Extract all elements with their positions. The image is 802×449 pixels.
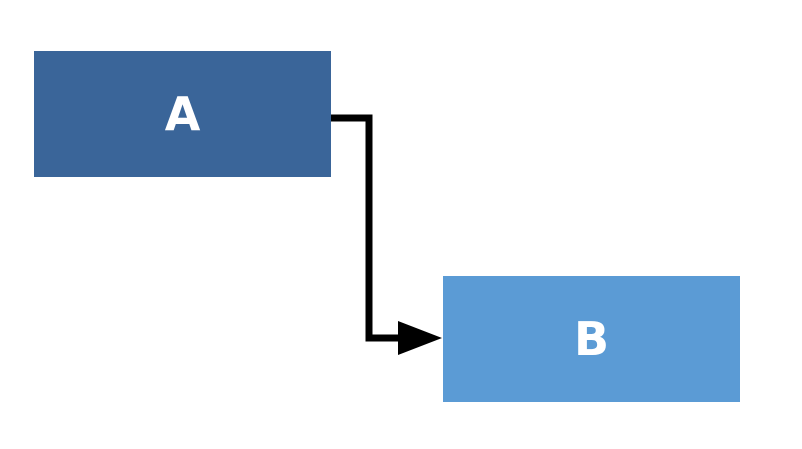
node-b-label: B [573, 312, 610, 366]
arrowhead-icon [398, 321, 442, 355]
elbow-connector-a-to-b [331, 114, 400, 342]
node-a-label: A [164, 87, 201, 141]
node-b-box: B [443, 276, 740, 402]
node-a-box: A [34, 51, 331, 177]
